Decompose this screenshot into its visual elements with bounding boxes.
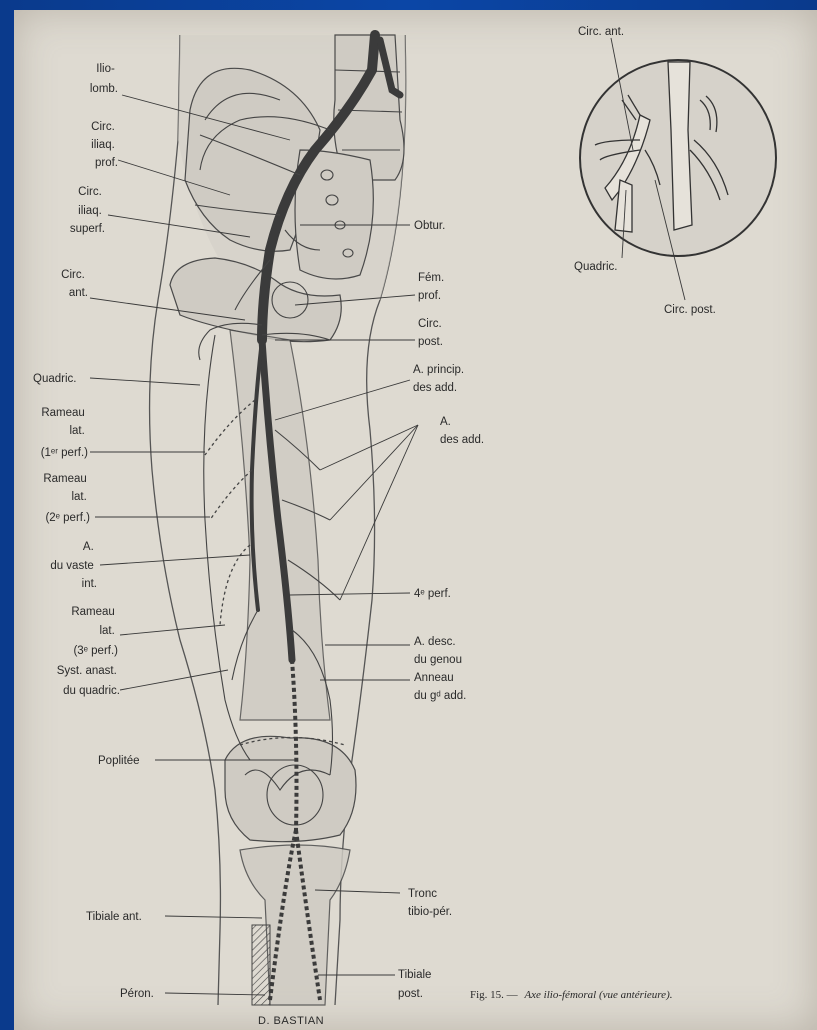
labels-left: Ilio- lomb. Circ. iliaq. prof. Circ. ili… (33, 63, 154, 1000)
label-tibiale-ant: Tibiale ant. (86, 911, 142, 923)
inset-label-quadric: Quadric. (574, 261, 617, 273)
label-ilio-lomb: Ilio- lomb. (90, 63, 118, 95)
label-poplitee: Poplitée (98, 755, 140, 767)
label-circ-ant: Circ. ant. (61, 269, 88, 299)
label-a-princip: A. princip. des add. (413, 364, 467, 394)
label-a-du-vaste: A. du vaste int. (50, 541, 97, 590)
inset-label-circ-post: Circ. post. (664, 304, 716, 316)
label-fem-prof: Fém. prof. (418, 272, 447, 302)
fibula-bone (252, 925, 270, 1005)
inset-detail: Circ. ant. Quadric. Circ. post. (574, 26, 776, 316)
label-4e-perf: 4ᵉ perf. (414, 588, 451, 600)
label-tibiale-post: Tibiale post. (398, 969, 435, 1000)
label-rameau-lat-3: Rameau lat. (3ᵉ perf.) (71, 606, 118, 657)
illustrator-signature: D. BASTIAN (258, 1015, 324, 1027)
label-a-desc-genou: A. desc. du genou (414, 636, 462, 666)
figure-caption: Fig. 15. — Axe ilio-fémoral (vue antérie… (470, 989, 672, 1001)
label-obtur: Obtur. (414, 220, 445, 232)
inset-label-circ-ant: Circ. ant. (578, 26, 624, 38)
label-rameau-lat-2: Rameau lat. (2ᵉ perf.) (43, 473, 90, 524)
labels-right: Obtur. Fém. prof. Circ. post. A. princip… (398, 220, 484, 1000)
label-rameau-lat-1: Rameau lat. (1ᵉʳ perf.) (41, 407, 88, 459)
label-a-des-add: A. des add. (440, 416, 484, 446)
label-quadric: Quadric. (33, 373, 76, 385)
label-peron: Péron. (120, 988, 154, 1000)
label-circ-post: Circ. post. (418, 318, 445, 348)
label-anneau: Anneau du gᵈ add. (414, 672, 466, 702)
label-tronc: Tronc tibio-pér. (408, 888, 452, 918)
label-circ-iliaq-superf: Circ. iliaq. superf. (70, 186, 105, 235)
label-circ-iliaq-prof: Circ. iliaq. prof. (91, 121, 118, 169)
label-syst-anast: Syst. anast. du quadric. (57, 665, 120, 697)
